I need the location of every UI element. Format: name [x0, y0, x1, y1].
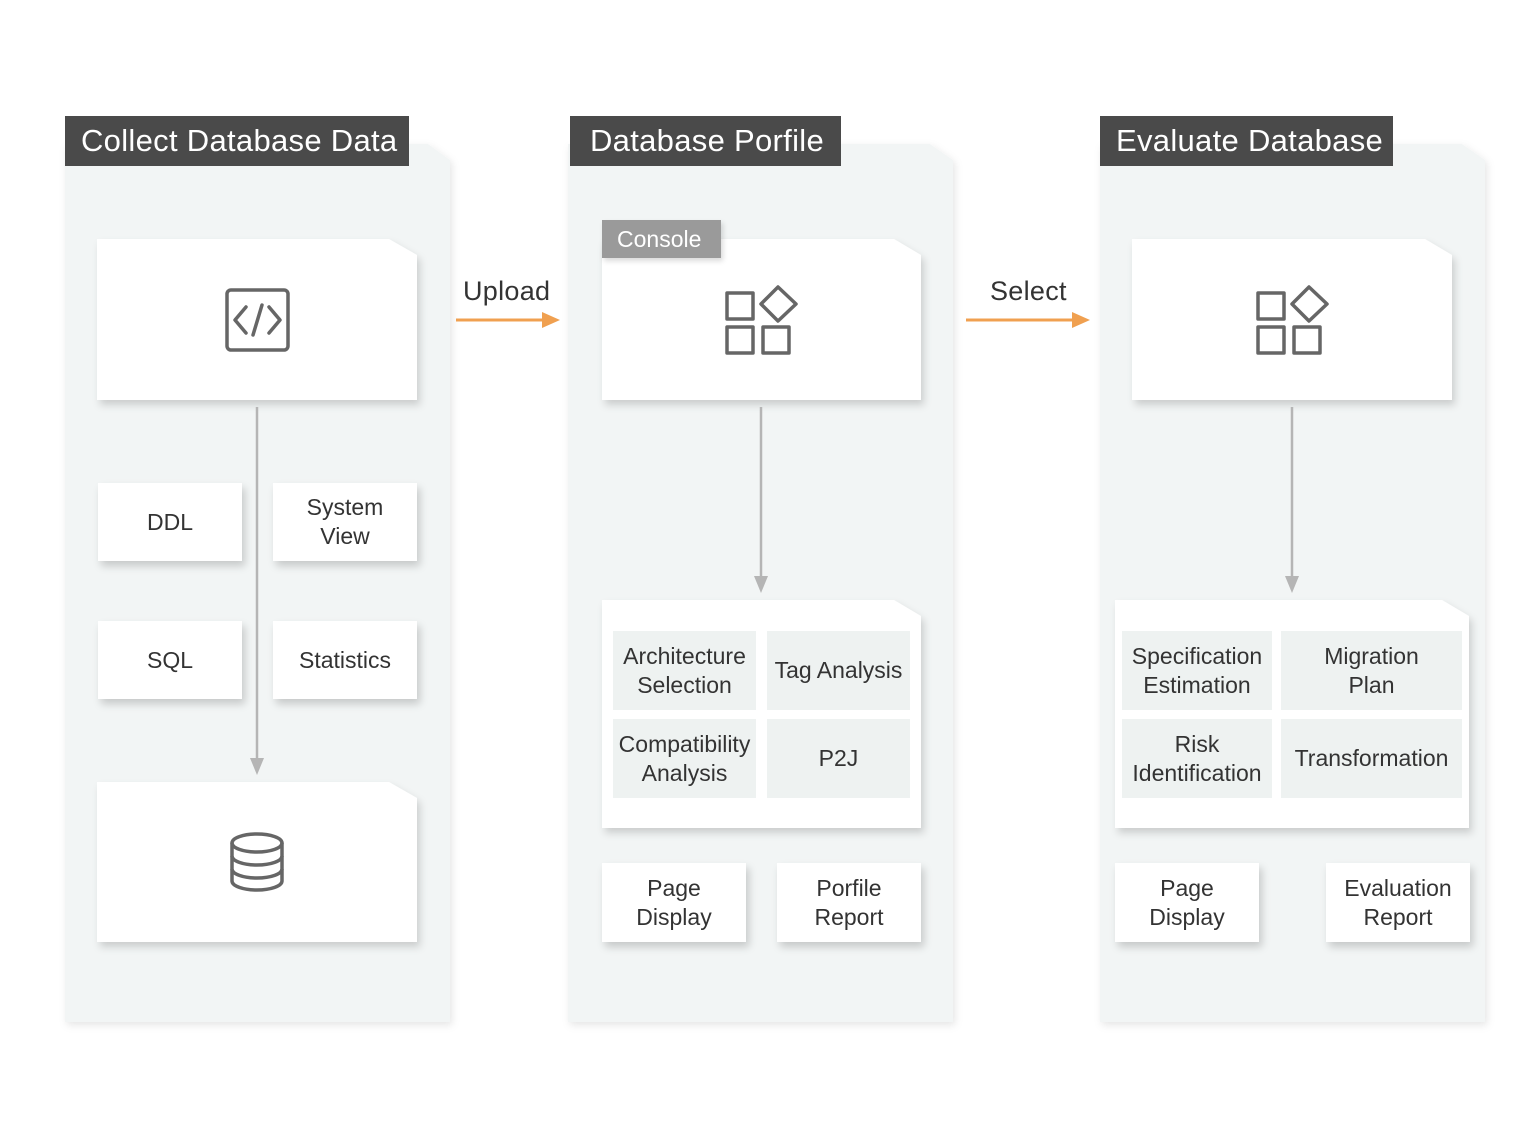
- analysis-transformation: Transformation: [1281, 719, 1462, 798]
- upload-label: Upload: [463, 276, 551, 306]
- card-profile-tool: [602, 239, 921, 400]
- output-page-display: Page Display: [1115, 863, 1259, 942]
- analysis-specification-estimation: Specification Estimation: [1122, 631, 1272, 710]
- connector-collect: [250, 407, 264, 775]
- analysis-p2j: P2J: [767, 719, 910, 798]
- title-collect: Collect Database Data: [65, 116, 409, 166]
- analysis-tag-analysis: Tag Analysis: [767, 631, 910, 710]
- select-label: Select: [990, 276, 1067, 306]
- output-page-display: Page Display: [602, 863, 746, 942]
- select-arrow: [966, 312, 1090, 328]
- analysis-risk-identification: Risk Identification: [1122, 719, 1272, 798]
- card-evaluate-tool: [1132, 239, 1452, 400]
- item-sql: SQL: [98, 621, 242, 699]
- analysis-compatibility: Compatibility Analysis: [613, 719, 756, 798]
- item-system-view: System View: [273, 483, 417, 561]
- analysis-architecture-selection: Architecture Selection: [613, 631, 756, 710]
- card-target: [97, 782, 417, 942]
- output-profile-report: Porfile Report: [777, 863, 921, 942]
- analysis-migration-plan: Migration Plan: [1281, 631, 1462, 710]
- connector-evaluate: [1285, 407, 1299, 593]
- item-statistics: Statistics: [273, 621, 417, 699]
- apps-icon: [725, 285, 798, 355]
- connector-profile: [754, 407, 768, 593]
- code-icon: [225, 288, 290, 352]
- console-tag: Console: [602, 220, 721, 258]
- title-profile: Database Porfile: [570, 116, 841, 166]
- database-icon: [230, 832, 284, 892]
- output-evaluation-report: Evaluation Report: [1326, 863, 1470, 942]
- upload-arrow: [456, 312, 560, 328]
- title-evaluate: Evaluate Database: [1100, 116, 1393, 166]
- apps-icon: [1256, 285, 1329, 355]
- item-ddl: DDL: [98, 483, 242, 561]
